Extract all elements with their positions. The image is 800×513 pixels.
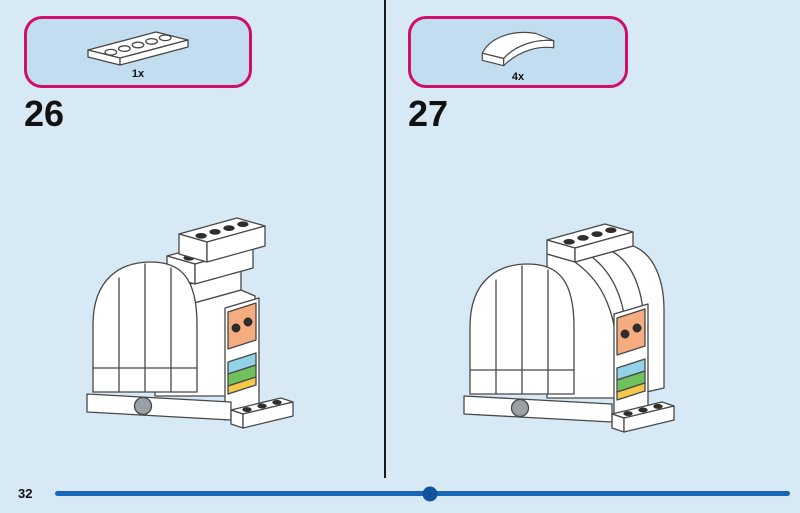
step-number-26: 26 xyxy=(24,93,65,134)
part-quantity-label: 4x xyxy=(511,71,525,83)
curved-slope-piece-icon xyxy=(481,31,555,67)
top-stud-plate xyxy=(546,223,634,263)
progress-bar xyxy=(55,486,790,501)
face-panel xyxy=(224,297,260,421)
plate-piece-icon xyxy=(87,31,189,66)
progress-marker xyxy=(422,486,438,501)
parts-callout-step-26: 1x xyxy=(24,16,252,88)
base-plates xyxy=(463,395,675,433)
model-illustration-step-27 xyxy=(463,223,675,433)
page-number: 32 xyxy=(18,486,33,501)
parts-callout-step-27: 4x xyxy=(408,16,628,88)
step-number-27: 27 xyxy=(408,93,449,134)
base-plates xyxy=(86,393,294,429)
part-quantity-label: 1x xyxy=(131,68,145,80)
arched-hood xyxy=(469,263,575,395)
footer: 32 xyxy=(0,479,800,513)
model-illustration-step-26 xyxy=(86,217,294,429)
panel-divider xyxy=(384,0,386,478)
arched-hood xyxy=(92,261,198,393)
